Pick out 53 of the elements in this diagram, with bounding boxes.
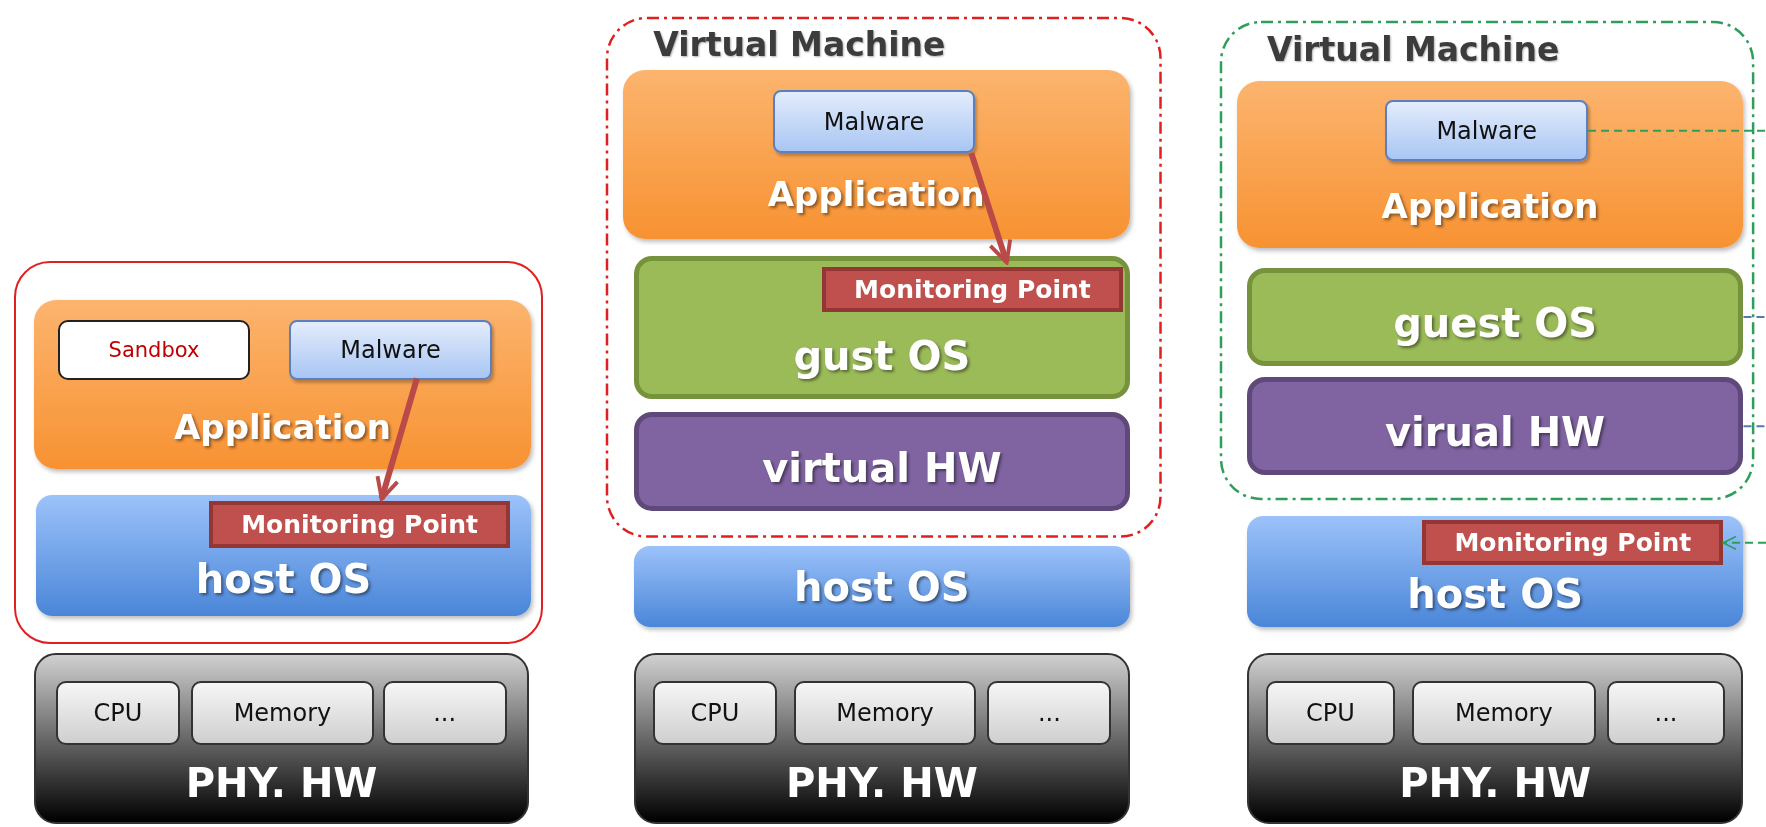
dashed-connector bbox=[1742, 425, 1766, 428]
component-box: ... bbox=[1606, 681, 1726, 746]
layer-label: PHY. HW bbox=[784, 758, 979, 807]
component-box: CPU bbox=[652, 681, 777, 746]
hardware-layer bbox=[634, 653, 1130, 825]
frame-title: Virtual Machine bbox=[653, 24, 946, 67]
layer-label: gust OS bbox=[792, 332, 972, 381]
dashed-connector bbox=[1587, 129, 1766, 132]
layer-label: PHY. HW bbox=[1398, 758, 1593, 807]
dashed-connector bbox=[1742, 316, 1766, 319]
component-box: Memory bbox=[1412, 681, 1596, 746]
host-os-layer bbox=[35, 495, 532, 616]
layer-label: virual HW bbox=[1384, 407, 1607, 456]
isolation-frame bbox=[13, 261, 543, 645]
monitoring-point-tag: Monitoring Point bbox=[821, 267, 1124, 313]
layer-label: host OS bbox=[194, 554, 373, 603]
hardware-layer bbox=[33, 653, 530, 825]
virtual-machine-frame bbox=[604, 15, 1163, 539]
guest-os-layer bbox=[1246, 268, 1744, 366]
malware-box: Malware bbox=[289, 319, 492, 381]
malware-box: Malware bbox=[1385, 100, 1588, 162]
component-box: CPU bbox=[1265, 681, 1396, 746]
layer-label: host OS bbox=[793, 562, 971, 611]
application-layer bbox=[1236, 81, 1744, 248]
layer-label: Application bbox=[766, 174, 986, 216]
component-box: Memory bbox=[191, 681, 374, 746]
sandbox-box: Sandbox bbox=[58, 319, 250, 381]
frame-title: Virtual Machine bbox=[1267, 28, 1560, 71]
layer-label: PHY. HW bbox=[184, 758, 379, 807]
virtual-hardware-layer bbox=[634, 412, 1130, 512]
dashed-connector bbox=[1722, 535, 1766, 551]
component-box: Memory bbox=[793, 681, 977, 746]
virtual-machine-frame bbox=[1218, 20, 1755, 502]
layer-label: host OS bbox=[1406, 569, 1584, 618]
malware-box: Malware bbox=[772, 90, 976, 154]
guest-os-layer bbox=[634, 255, 1130, 399]
monitoring-point-tag: Monitoring Point bbox=[209, 500, 510, 549]
arrow bbox=[375, 377, 420, 501]
virtual-hardware-layer bbox=[1246, 377, 1744, 476]
component-box: CPU bbox=[56, 681, 180, 746]
component-box: ... bbox=[987, 681, 1112, 746]
host-os-layer bbox=[1246, 515, 1744, 628]
arrow bbox=[968, 152, 1013, 265]
layer-label: guest OS bbox=[1392, 298, 1599, 347]
application-layer bbox=[622, 69, 1130, 239]
layer-label: Application bbox=[1380, 185, 1600, 227]
hardware-layer bbox=[1246, 653, 1744, 825]
component-box: ... bbox=[382, 681, 507, 746]
application-layer bbox=[33, 300, 532, 470]
host-os-layer bbox=[634, 546, 1130, 628]
layer-label: virtual HW bbox=[761, 443, 1003, 492]
layer-label: Application bbox=[173, 407, 392, 449]
monitoring-point-tag: Monitoring Point bbox=[1422, 520, 1724, 566]
